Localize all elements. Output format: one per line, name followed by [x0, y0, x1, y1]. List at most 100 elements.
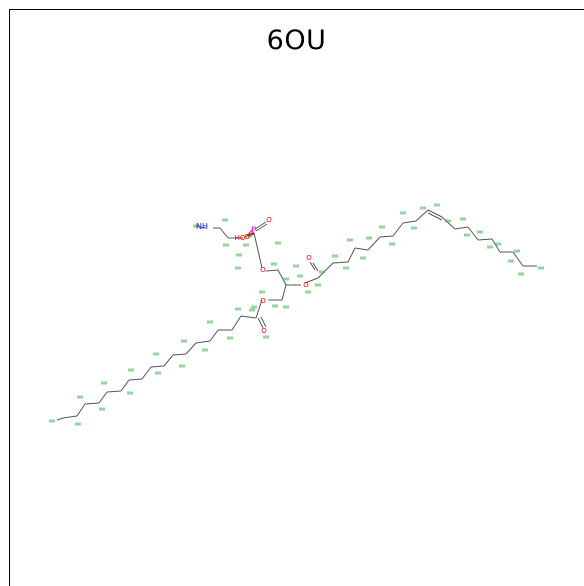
bond-cis-double: [427, 212, 443, 221]
carbon-atom-label: [379, 225, 385, 229]
carbon-atom-label: [243, 243, 249, 247]
carbon-atom-label: [251, 305, 257, 309]
carbon-atom-label: [202, 348, 208, 352]
bond-p-o-glycerol: [253, 232, 263, 269]
bond-sn1-chain: [172, 353, 187, 356]
bond-sn2-chain: [317, 262, 334, 279]
carbon-atom-label: [153, 352, 159, 356]
carbon-atom-label: [389, 242, 395, 246]
carbon-atom-label: [366, 236, 372, 240]
carbon-atom-label: [259, 290, 265, 294]
carbon-atom-label: [332, 254, 338, 258]
carbon-atom-label: [464, 233, 470, 237]
atom-label-o2: O: [266, 216, 272, 224]
carbon-atom-label: [275, 241, 281, 245]
bond-sn2-chain: [379, 235, 394, 238]
carbon-atom-label: [400, 211, 406, 215]
carbon-atom-label: [127, 391, 133, 395]
atom-label-o5: O: [303, 281, 309, 289]
carbon-atom-label: [99, 407, 105, 411]
atom-label-o7: O: [260, 297, 266, 305]
carbon-atom-label: [347, 238, 353, 242]
bond-ethanolamine: [219, 227, 229, 239]
bond-sn2-chain: [454, 226, 469, 230]
carbon-atom-label: [434, 203, 440, 207]
carbon-atom-label: [222, 218, 228, 222]
bond-glycerol: [265, 269, 279, 272]
bond-sn1-chain: [120, 379, 130, 392]
carbon-atom-label: [538, 266, 544, 270]
bond-sn1-chain: [84, 402, 100, 405]
carbon-atom-label: [223, 243, 229, 247]
carbon-atom-label: [236, 253, 242, 257]
carbon-atom-label: [487, 245, 493, 249]
bond-p-o-double: [254, 221, 267, 230]
bond-sn2-chain: [367, 236, 381, 251]
molecule-title: 6OU: [266, 25, 327, 56]
bond-sn2-chain: [347, 247, 356, 263]
carbon-atom-label: [181, 339, 187, 343]
carbon-atom-label: [235, 307, 241, 311]
bond-sn1-chain: [209, 329, 219, 342]
carbon-atom-label: [518, 272, 524, 276]
bond-sn1-chain: [240, 315, 257, 319]
carbon-atom-label: [193, 224, 199, 228]
bond-sn2-carbonyl-2: [312, 262, 319, 272]
bond-sn1-chain: [141, 366, 152, 380]
bond-sn1-chain: [195, 340, 211, 344]
carbon-atom-label: [283, 277, 289, 281]
atom-label-o1: O: [244, 233, 250, 241]
atom-label-o8: O: [261, 327, 267, 335]
bond-glycerol: [277, 269, 287, 286]
carbon-atom-label: [508, 259, 514, 263]
carbon-atom-label: [477, 230, 483, 234]
carbon-atom-label: [101, 381, 107, 385]
bond-sn1-chain: [128, 378, 143, 381]
carbon-atom-label: [263, 335, 269, 339]
carbon-atom-label: [297, 274, 303, 278]
carbon-atom-label: [271, 262, 277, 266]
carbon-atom-label: [75, 422, 81, 426]
carbon-atom-label: [272, 304, 278, 308]
carbon-atom-label: [227, 336, 233, 340]
bond-sn2-chain: [402, 220, 417, 224]
bond-sn1-chain: [76, 403, 86, 417]
bond-sn2-chain: [512, 251, 524, 267]
atom-label-n1: NH: [196, 222, 208, 231]
carbon-atom-label: [514, 249, 520, 253]
bond-sn2-chain: [332, 261, 349, 264]
bond-sn2-chain: [354, 247, 369, 251]
bond-sn1-chain: [185, 342, 197, 355]
bond-sn2-chain: [477, 238, 493, 241]
carbon-atom-label: [315, 283, 321, 287]
carbon-atom-label: [207, 320, 213, 324]
carbon-label-layer: [49, 203, 544, 426]
atom-label-o6: O: [306, 254, 312, 262]
carbon-atom-label: [411, 226, 417, 230]
bond-glycerol-c2: [281, 284, 287, 301]
carbon-atom-label: [155, 371, 161, 375]
carbon-atom-label: [460, 217, 466, 221]
carbon-atom-label: [249, 308, 255, 312]
carbon-atom-label: [179, 364, 185, 368]
carbon-atom-label: [319, 270, 325, 274]
carbon-atom-label: [283, 305, 289, 309]
carbon-atom-label: [235, 266, 241, 270]
bond-sn1-chain: [255, 299, 263, 319]
carbon-atom-label: [246, 234, 252, 238]
atom-label-o4: O: [260, 266, 266, 274]
carbon-atom-label: [445, 219, 451, 223]
bond-sn2-chain: [304, 277, 319, 284]
atom-label-o3: HO: [235, 234, 246, 242]
bond-sn2-chain: [392, 222, 404, 237]
bond-sn2-chain: [415, 209, 429, 222]
atom-label-p1: P: [251, 226, 257, 236]
bond-sn1-chain: [150, 365, 165, 368]
bond-sn2-chain: [441, 216, 456, 230]
bond-p-o-double-2: [255, 223, 268, 232]
bond-sn1-chain: [163, 354, 174, 367]
bond-sn1-chain: [98, 391, 108, 404]
bond-sn2-chain: [427, 209, 443, 218]
